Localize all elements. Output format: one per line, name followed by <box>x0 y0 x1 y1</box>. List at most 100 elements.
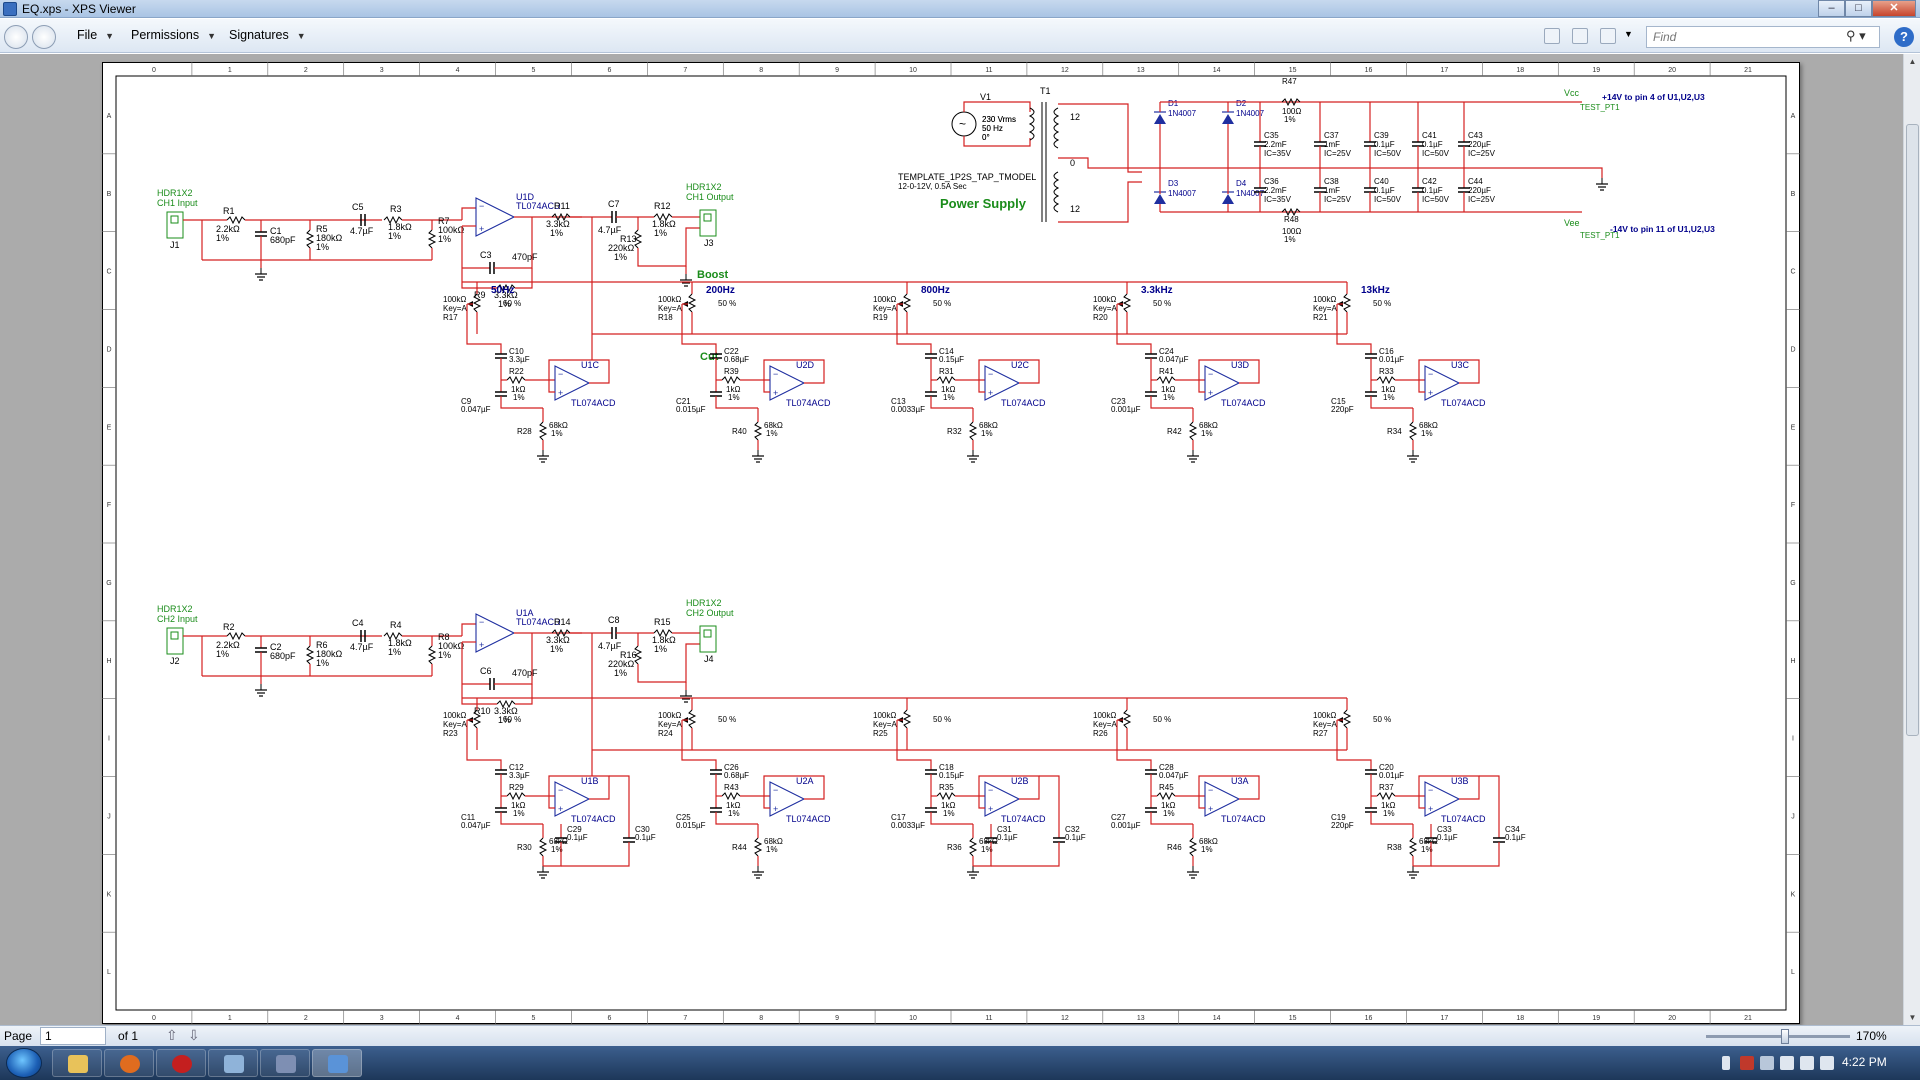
opera-taskbar-button[interactable] <box>156 1049 206 1077</box>
border-row-label: J <box>1791 813 1795 820</box>
capacitor-label: 0.1µF <box>1422 186 1443 195</box>
explorer-taskbar-button[interactable] <box>52 1049 102 1077</box>
capacitor-label: 0.1µF <box>1374 186 1395 195</box>
tray-app-icon[interactable] <box>1760 1056 1774 1070</box>
transformer-primary-icon <box>1028 107 1035 141</box>
border-row-label: I <box>1792 736 1794 743</box>
capacitor-label: C14 <box>939 347 954 356</box>
resistor-label: R1 <box>223 206 235 216</box>
capacitor-value: 0.015µF <box>676 405 706 414</box>
reading-view-icon[interactable] <box>1544 28 1560 44</box>
help-icon[interactable]: ? <box>1894 27 1914 47</box>
band-potentiometer <box>1122 709 1132 729</box>
feedback-resistor <box>496 699 516 709</box>
previous-page-arrow-icon[interactable]: ⇧ <box>166 1027 178 1043</box>
vcc-net-label: Vcc <box>1564 88 1580 98</box>
resistor-label: R13 <box>620 234 637 244</box>
output-header-name: HDR1X2 <box>686 598 722 608</box>
minimize-button[interactable]: – <box>1818 0 1845 17</box>
capacitor-label: 0.1µF <box>1422 140 1443 149</box>
battery-icon[interactable] <box>1800 1056 1814 1070</box>
volume-icon[interactable] <box>1820 1056 1834 1070</box>
resistor-label: R5 <box>316 224 328 234</box>
remote-taskbar-button[interactable] <box>260 1049 310 1077</box>
resistor-label: R15 <box>654 617 671 627</box>
resistor-tolerance: 1% <box>498 299 511 309</box>
wire <box>1198 359 1260 393</box>
signatures-menu-label: Signatures <box>229 28 289 42</box>
zoom-slider-thumb[interactable] <box>1781 1029 1789 1044</box>
capacitor-label: C1 <box>270 226 282 236</box>
page-number-input[interactable]: 1 <box>40 1027 106 1045</box>
resistor-label: 180kΩ <box>316 649 343 659</box>
chevron-down-icon: ▼ <box>105 31 115 41</box>
transformer-model: TEMPLATE_1P2S_TAP_TMODEL <box>898 172 1036 182</box>
zoom-view-icon[interactable] <box>1600 28 1616 44</box>
resistor-value: 1.8kΩ <box>388 222 412 232</box>
capacitor-value: 220pF <box>1331 405 1354 414</box>
wire <box>1302 167 1603 178</box>
zoom-level: 170% <box>1856 1029 1887 1043</box>
diode-part: 1N4007 <box>1236 109 1265 118</box>
signatures-menu[interactable]: Signatures▼ <box>229 28 306 42</box>
wire <box>461 623 476 636</box>
resistor-label: R10 <box>474 706 491 716</box>
search-icon[interactable]: ⚲ ▾ <box>1846 28 1866 43</box>
capacitor-value: 680pF <box>270 235 296 245</box>
potentiometer-label: Key=A <box>443 304 467 313</box>
opamp-ref: U2A <box>796 776 814 786</box>
forward-button[interactable] <box>32 25 56 49</box>
border-row-label: C <box>106 269 111 276</box>
capacitor-label: IC=25V <box>1324 149 1352 158</box>
opamp-ref: U1C <box>581 360 600 370</box>
potentiometer-label: 100kΩ <box>1313 295 1336 304</box>
capacitor-label: 2.2mF <box>1264 186 1287 195</box>
capacitor-label: C13 <box>891 397 906 406</box>
band-resistor <box>721 791 741 801</box>
permissions-menu[interactable]: Permissions▼ <box>131 28 216 42</box>
show-hidden-icons-icon[interactable] <box>1722 1056 1730 1070</box>
capacitor-value: 0.001µF <box>1111 821 1141 830</box>
resistor-label: R31 <box>939 367 954 376</box>
transformer-tap: 12 <box>1070 112 1080 122</box>
resistor-label: R8 <box>438 632 450 642</box>
resistor-tolerance: 1% <box>614 668 627 678</box>
opamp-ref: U2B <box>1011 776 1029 786</box>
find-input[interactable]: Find <box>1646 26 1880 48</box>
gyrator-opamp <box>984 781 1021 817</box>
print-icon[interactable] <box>1572 28 1588 44</box>
opamp-part: TL074ACD <box>516 617 561 627</box>
border-row-label: L <box>107 969 111 976</box>
opamp-pin-sign: − <box>988 785 993 795</box>
scroll-down-arrow-icon[interactable]: ▼ <box>1908 1013 1917 1022</box>
zoom-slider[interactable] <box>1706 1035 1850 1038</box>
scrollbar-thumb[interactable] <box>1906 124 1919 736</box>
border-column-label: 8 <box>759 1015 763 1022</box>
scroll-up-arrow-icon[interactable]: ▲ <box>1908 57 1917 66</box>
antivirus-icon[interactable] <box>1740 1056 1754 1070</box>
close-button[interactable]: ✕ <box>1872 0 1916 17</box>
border-row-label: L <box>1791 969 1795 976</box>
input-ref: J1 <box>170 240 180 250</box>
band-ground-resistor <box>968 421 978 441</box>
opamp-pin-sign: + <box>988 804 993 814</box>
xps-viewer-taskbar-button[interactable] <box>312 1049 362 1077</box>
band-ground-resistor <box>753 421 763 441</box>
back-button[interactable] <box>4 25 28 49</box>
next-page-arrow-icon[interactable]: ⇩ <box>188 1027 200 1043</box>
start-button[interactable] <box>6 1048 42 1078</box>
network-icon[interactable] <box>1780 1056 1794 1070</box>
app-taskbar-button[interactable] <box>208 1049 258 1077</box>
status-bar: Page 1 of 1 ⇧ ⇩ 170% <box>0 1025 1920 1046</box>
file-menu[interactable]: File▼ <box>77 28 114 42</box>
firefox-taskbar-button[interactable] <box>104 1049 154 1077</box>
page-label: Page <box>4 1029 33 1043</box>
border-row-label: K <box>107 891 112 898</box>
resistor-value: 100kΩ <box>438 641 465 651</box>
vertical-scrollbar[interactable]: ▲ ▼ <box>1903 54 1920 1026</box>
wire <box>681 304 717 354</box>
potentiometer-label: Key=A <box>873 720 897 729</box>
resistor-label: R16 <box>620 650 637 660</box>
maximize-button[interactable]: □ <box>1845 0 1872 17</box>
view-dropdown-chevron-icon[interactable]: ▼ <box>1624 29 1633 39</box>
